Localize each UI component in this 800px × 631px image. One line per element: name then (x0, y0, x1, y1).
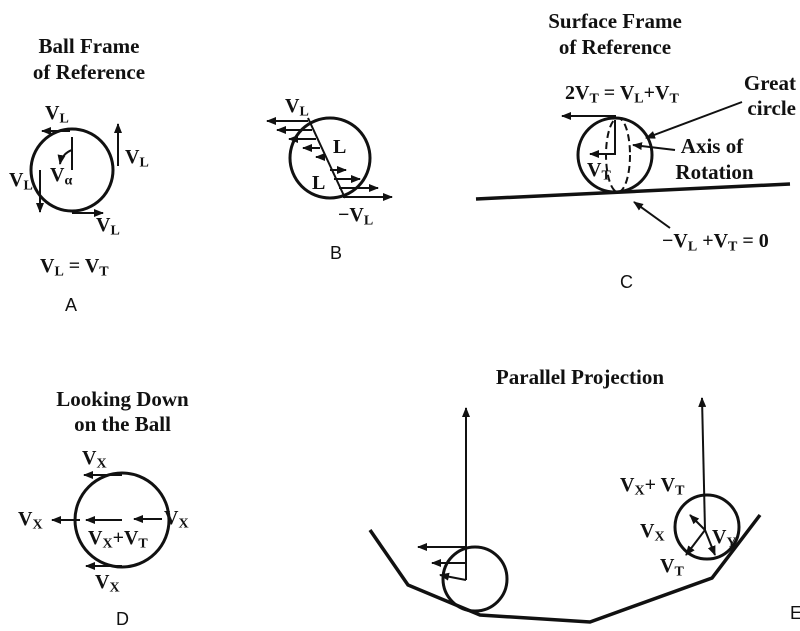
ball-b (288, 116, 372, 200)
label-d-vx-left: VX (18, 508, 43, 533)
label-a-vl-left: VL (9, 169, 33, 194)
label-d-vx-top: VX (82, 447, 107, 472)
panel-label-e: E (790, 603, 800, 623)
ball-a (29, 127, 115, 213)
panel-label-c: C (620, 272, 633, 292)
label-e-vy: VY (712, 526, 737, 551)
label-e-top: VX+ VT (620, 474, 685, 499)
arrow-e-right-up (698, 397, 707, 531)
ball-e-right (673, 493, 741, 561)
arrow-e-left-3 (439, 572, 467, 581)
angular-arrow-a (57, 149, 73, 165)
panel-label-b: B (330, 243, 343, 263)
panel-c-title-2: of Reference (558, 35, 672, 59)
pointer-contact (633, 201, 671, 229)
panel-e-title: Parallel Projection (495, 365, 665, 389)
label-e-vt: VT (660, 555, 684, 580)
panel-a-title-1: Ball Frame (38, 34, 140, 58)
ball-e-left (441, 545, 509, 613)
label-a-vl-bottom: VL (96, 214, 120, 239)
label-circle: circle (747, 96, 796, 120)
panel-c-title-1: Surface Frame (548, 9, 682, 33)
label-b-neg-vl: −VL (338, 204, 374, 229)
arrow-e-right-2 (704, 529, 716, 556)
label-b-l-top: L (333, 136, 347, 158)
panel-a-title-2: of Reference (32, 60, 146, 84)
equation-c-top: 2VT = VL+VT (565, 82, 679, 107)
panel-label-d: D (116, 609, 129, 629)
panel-label-a: A (65, 295, 78, 315)
label-b-l-bottom: L (312, 172, 326, 194)
diameter-b (307, 117, 346, 199)
arrow-e-right-3 (689, 514, 706, 531)
equation-c-bottom: −VL +VT = 0 (662, 230, 769, 255)
label-axis-of: Axis of (680, 134, 744, 158)
pointer-great-circle (645, 101, 743, 139)
label-great: Great (743, 71, 796, 95)
label-d-center: VX+VT (88, 527, 148, 552)
label-e-vx: VX (640, 520, 665, 545)
label-c-vt: VT (587, 159, 611, 184)
label-a-vl-right: VL (125, 146, 149, 171)
pointer-axis (632, 142, 676, 151)
label-rotation: Rotation (675, 160, 754, 184)
label-a-vl-top: VL (45, 102, 69, 127)
panel-d-title-1: Looking Down (56, 387, 189, 411)
label-d-vx-bottom: VX (95, 571, 120, 596)
arrow-e-right-1 (685, 529, 706, 556)
label-b-vl: VL (285, 95, 309, 120)
label-d-vx-right: VX (164, 507, 189, 532)
equation-a: VL = VT (40, 255, 109, 280)
label-a-valpha: Vα (50, 164, 73, 189)
surface-c (475, 182, 791, 201)
bowl-e (368, 513, 762, 624)
panel-d-title-2: on the Ball (74, 412, 171, 436)
